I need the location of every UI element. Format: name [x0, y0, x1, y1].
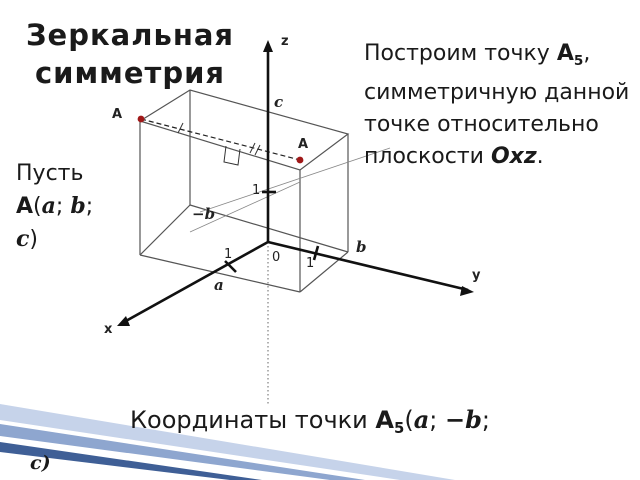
task-line2: , симметричную данной точке относительно…: [364, 41, 630, 169]
box-edges: [139, 89, 350, 293]
coord-neg-b-label: −b: [192, 205, 216, 223]
answer-text: Координаты точки A5(a; −b;: [130, 404, 635, 444]
z-axis-label: z: [281, 34, 289, 49]
x-arrow: [117, 316, 130, 326]
y-axis-label: y: [472, 268, 481, 283]
coord-c: c: [16, 226, 30, 252]
coord-a: a: [41, 193, 56, 219]
coord-a-label: a: [214, 276, 224, 294]
close-paren: ): [29, 227, 38, 252]
open-paren: (: [404, 406, 414, 434]
x-axis-label: x: [104, 322, 113, 337]
separator: ;: [481, 406, 490, 434]
origin-label: 0: [272, 250, 281, 265]
answer-point-sub: 5: [393, 419, 405, 438]
tick-x: [224, 260, 237, 273]
point-A: [296, 156, 304, 164]
task-plane: Oxz: [490, 143, 537, 169]
separator: ;: [55, 194, 64, 219]
z-unit-label: 1: [252, 183, 261, 198]
coord-b: b: [70, 193, 86, 219]
answer-coord-c: c): [30, 452, 51, 474]
task-end: .: [536, 143, 544, 169]
point-A5: [137, 115, 145, 123]
given-point-text: Пусть A(a; b; c): [16, 158, 146, 256]
answer-label: Координаты точки: [130, 406, 368, 434]
right-angle-mark: [223, 145, 241, 166]
tick-y: [312, 245, 320, 261]
answer-coord-neg-b: −b: [444, 405, 482, 434]
task-point: A: [556, 41, 574, 66]
answer-coord-a: a: [413, 405, 430, 434]
axes: [123, 48, 469, 324]
z-arrow: [263, 40, 273, 52]
task-point-sub: 5: [573, 52, 584, 69]
point-A-label: A: [298, 137, 309, 152]
y-axis: [267, 240, 469, 292]
x-axis: [123, 240, 269, 324]
separator: ;: [429, 406, 438, 434]
page-title: Зеркальная симметрия: [25, 18, 235, 90]
given-point-name: A: [16, 194, 34, 219]
separator: ;: [85, 194, 94, 219]
x-unit-label: 1: [224, 247, 233, 262]
symmetry-segment: [140, 118, 301, 161]
answer-point: A: [375, 406, 394, 434]
point-A5-label: A: [112, 107, 123, 122]
task-text: Построим точку A5, симметричную данной т…: [364, 38, 634, 173]
coord-b-label: b: [356, 238, 367, 256]
open-paren: (: [33, 194, 42, 219]
coord-c-label: c: [274, 93, 284, 111]
y-arrow: [460, 286, 474, 296]
y-unit-label: 1: [306, 256, 315, 271]
let-word: Пусть: [16, 161, 84, 186]
task-line1: Построим точку: [364, 41, 550, 66]
